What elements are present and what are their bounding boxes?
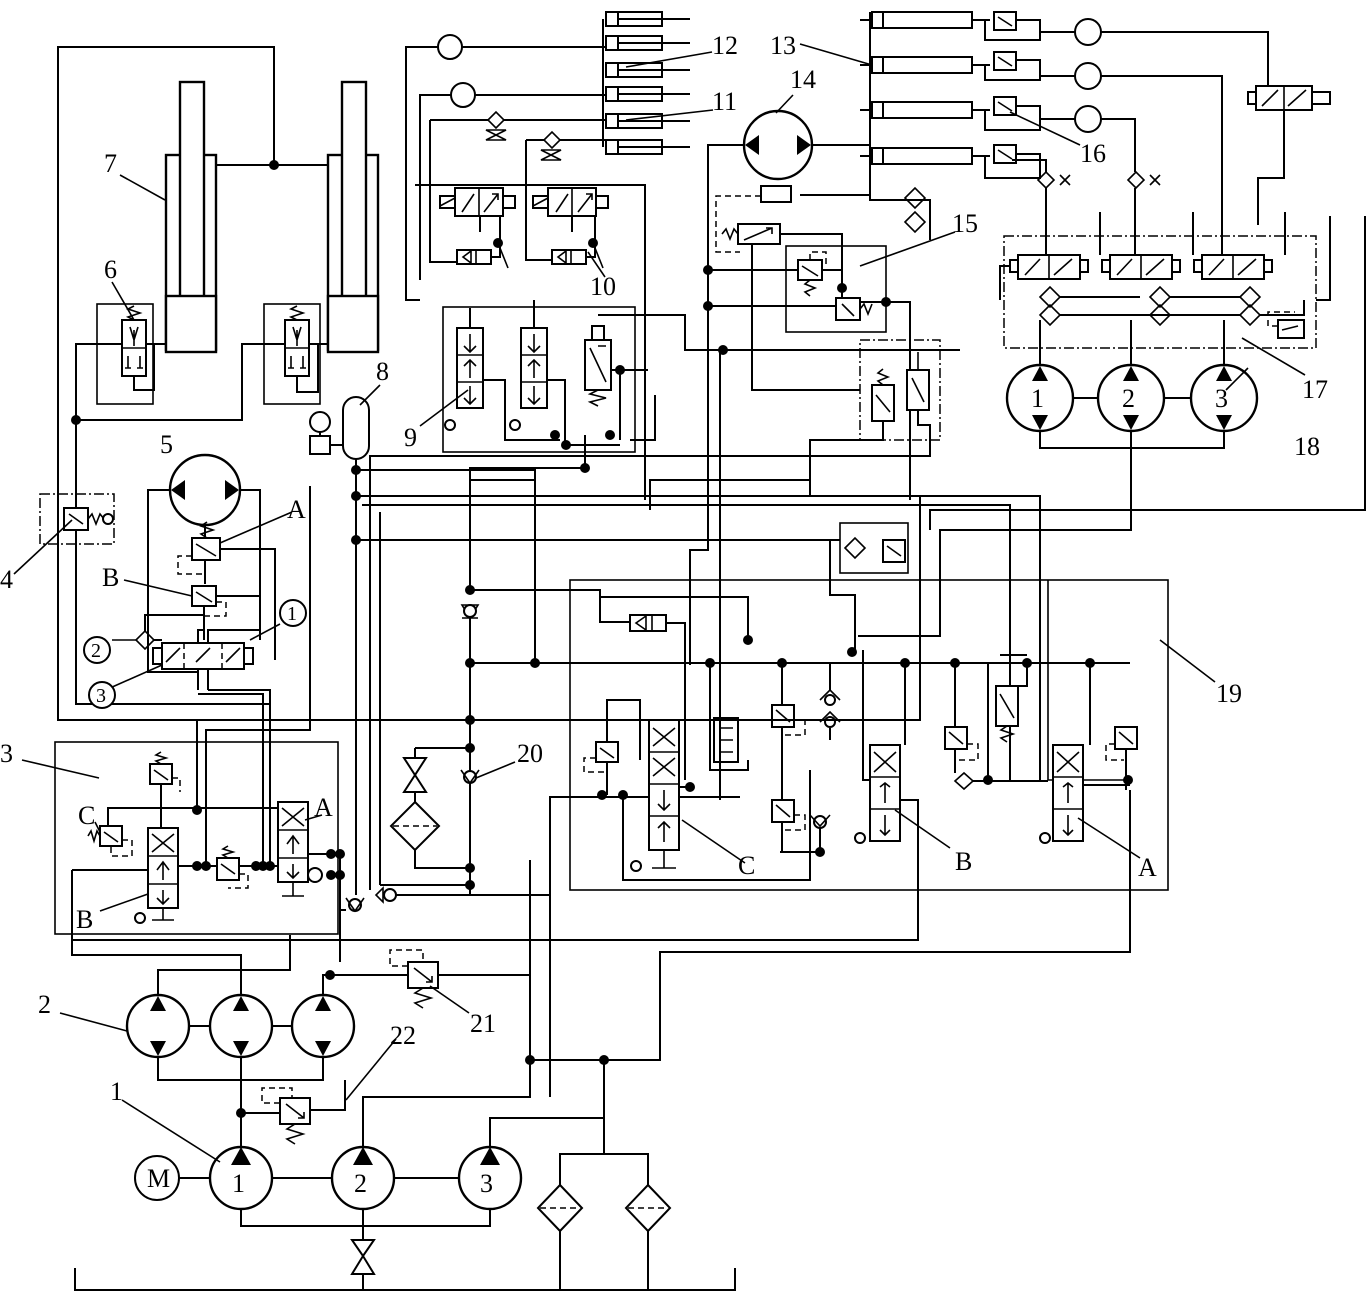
main-pump-3-number: 3 (480, 1169, 493, 1198)
motor-valve-label-A: A (287, 495, 306, 524)
label-14: 14 (790, 65, 816, 94)
label-6: 6 (104, 255, 117, 284)
valve-block-19 (72, 540, 1169, 941)
circled-3 (88, 681, 116, 709)
small-cylinders (602, 11, 690, 155)
leader-lines (13, 43, 1306, 1163)
lift-cylinders-7 (57, 46, 380, 721)
return-filters (536, 1060, 672, 1290)
valve-4 (39, 444, 115, 580)
block3-label-A: A (314, 793, 333, 822)
suction-valve (350, 1239, 376, 1275)
motor-5-circuit (134, 453, 276, 690)
block3-label-C: C (78, 801, 95, 830)
main-pump-2-number: 2 (354, 1169, 367, 1198)
hydraulic-motor-14 (689, 109, 871, 665)
label-20: 20 (517, 739, 543, 768)
component-labels: 1 2 3 4 5 6 7 8 9 10 11 12 13 14 15 16 1… (0, 31, 1328, 1106)
label-1: 1 (110, 1077, 123, 1106)
label-18: 18 (1294, 432, 1320, 461)
right-pump-1-number: 1 (1031, 384, 1044, 413)
label-10: 10 (590, 272, 616, 301)
center-trunk (339, 468, 1130, 913)
relief-valve-21 (330, 949, 470, 1009)
valves-6 (71, 303, 321, 705)
valve-block-17 (999, 159, 1331, 349)
circled-2 (83, 636, 111, 664)
circled-1-label: 1 (287, 603, 297, 625)
accumulator-8 (309, 396, 1041, 895)
label-12: 12 (712, 31, 738, 60)
cylinders-13 (860, 11, 990, 240)
label-9: 9 (404, 423, 417, 452)
port-labels: A B 1 2 3 A B C A B C (76, 495, 1157, 934)
block19-label-A: A (1138, 853, 1157, 882)
label-22: 22 (390, 1021, 416, 1050)
label-11: 11 (712, 87, 737, 116)
valves-16 (984, 11, 1269, 257)
misc-connectors (470, 345, 921, 975)
label-15: 15 (952, 209, 978, 238)
valve-block-15 (708, 245, 911, 500)
label-3: 3 (0, 739, 13, 768)
label-19: 19 (1216, 679, 1242, 708)
label-7: 7 (104, 149, 117, 178)
block19-label-B: B (955, 847, 972, 876)
circled-3-label: 3 (96, 685, 106, 707)
directional-group-9-12 (405, 11, 960, 595)
right-pump-3-number: 3 (1215, 384, 1228, 413)
return-manifold (525, 790, 1131, 1097)
right-pump-2-number: 2 (1122, 384, 1135, 413)
tank-line (74, 1268, 736, 1291)
pumps-18: 1 2 3 (858, 216, 1366, 637)
check-relief-pair (839, 522, 909, 574)
main-pump-group: M 1 2 3 (134, 1060, 605, 1290)
pump-group-2 (71, 870, 530, 1118)
valve-top-right (1247, 85, 1331, 225)
label-16: 16 (1080, 139, 1106, 168)
label-21: 21 (470, 1009, 496, 1038)
label-17: 17 (1302, 375, 1328, 404)
relief-valve-22 (241, 1080, 346, 1145)
block3-label-B: B (76, 905, 93, 934)
label-8: 8 (376, 357, 389, 386)
block19-label-C: C (738, 851, 755, 880)
label-5: 5 (160, 430, 173, 459)
label-2: 2 (38, 990, 51, 1019)
valve-block-3 (54, 486, 470, 962)
label-13: 13 (770, 31, 796, 60)
circled-1 (279, 599, 307, 627)
circled-2-label: 2 (91, 640, 101, 662)
main-pump-1-number: 1 (232, 1169, 245, 1198)
motor-label: M (147, 1164, 170, 1193)
shutoff-valve (402, 757, 428, 793)
motor-valve-label-B: B (102, 563, 119, 592)
pressure-valve-pair (369, 339, 941, 890)
label-4: 4 (0, 565, 13, 594)
